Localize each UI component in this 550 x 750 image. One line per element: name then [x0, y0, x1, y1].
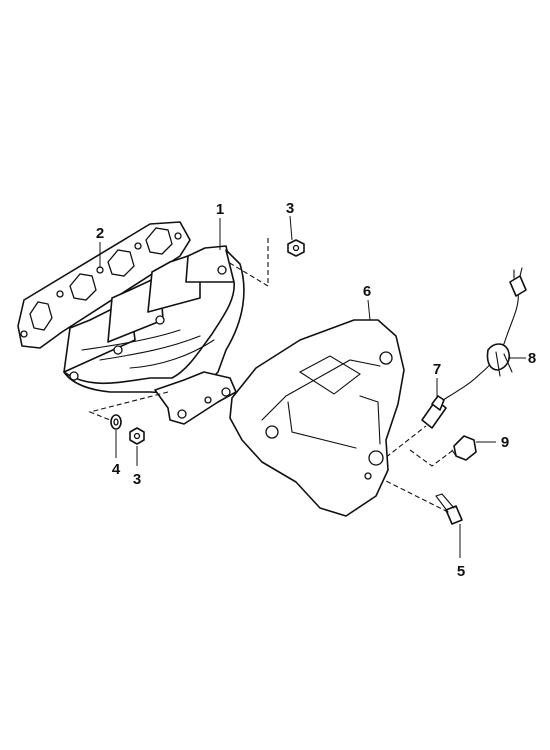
- guide-line-bolt-5: [371, 473, 453, 515]
- exhaust-manifold: [63, 245, 245, 425]
- manifold-gasket: [17, 221, 191, 349]
- oxygen-sensor: [421, 267, 527, 429]
- callout-4: 4: [112, 461, 121, 478]
- callout-2: 2: [96, 225, 104, 242]
- bolt: [435, 493, 463, 525]
- plug: [451, 435, 477, 461]
- callout-9: 9: [501, 434, 509, 451]
- callout-6: 6: [363, 283, 371, 300]
- callout-3-upper: 3: [286, 200, 294, 217]
- callout-5: 5: [457, 563, 465, 580]
- washer: [110, 414, 122, 430]
- leader-6: [367, 299, 371, 321]
- sensor-clip: [486, 343, 513, 377]
- nut-upper: [287, 239, 305, 257]
- callout-8: 8: [528, 350, 536, 367]
- heat-shield: [229, 319, 405, 517]
- leader-3-upper: [289, 215, 293, 241]
- callout-1: 1: [216, 201, 224, 218]
- nut-lower: [129, 427, 145, 445]
- guide-line-nut-3-upper: [227, 238, 269, 287]
- guide-line-sensor-7: [379, 425, 457, 467]
- callout-7: 7: [433, 361, 441, 378]
- callout-3-lower: 3: [133, 471, 141, 488]
- guide-line-nut-3-lower: [88, 391, 169, 421]
